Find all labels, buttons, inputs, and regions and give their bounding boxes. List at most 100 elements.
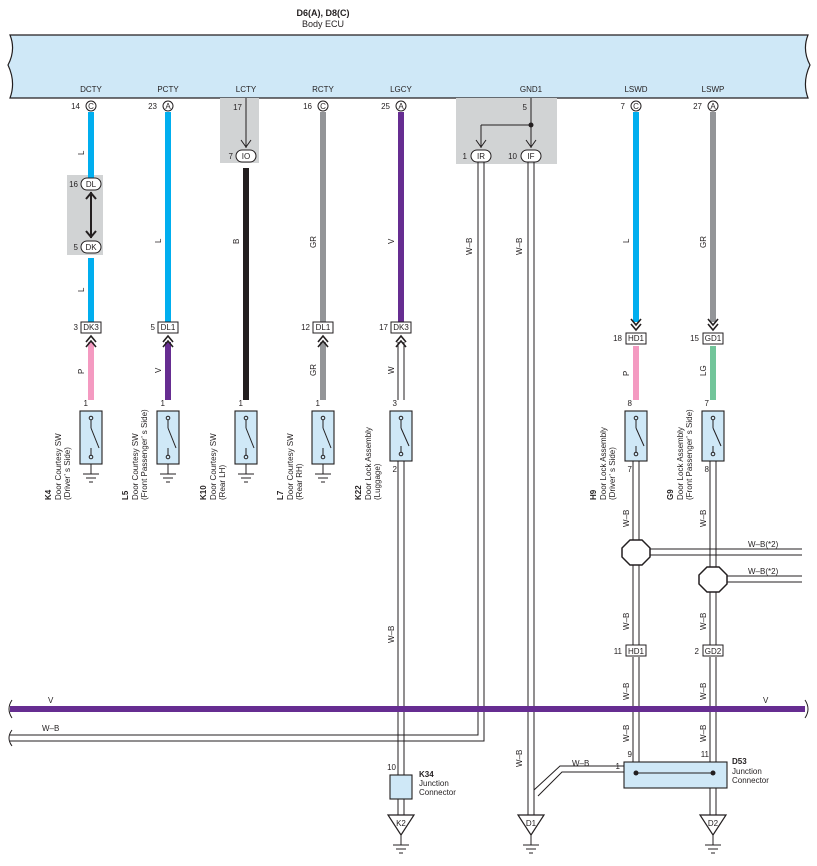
switch-k10: 1 xyxy=(234,399,258,483)
svg-text:Junction: Junction xyxy=(419,779,449,788)
svg-text:(Front Passenger’ s Side): (Front Passenger’ s Side) xyxy=(685,409,694,500)
pin-lcty: 17 xyxy=(233,103,242,112)
svg-text:(Driver’ s Side): (Driver’ s Side) xyxy=(63,447,72,500)
svg-text:DL1: DL1 xyxy=(316,323,331,332)
switch-l5: 1 xyxy=(156,399,180,483)
svg-text:IO: IO xyxy=(242,152,250,161)
svg-text:11: 11 xyxy=(701,750,710,759)
svg-text:Connector: Connector xyxy=(732,776,769,785)
wb-wires xyxy=(10,162,802,815)
svg-text:W–B: W–B xyxy=(622,725,631,742)
svg-text:K2: K2 xyxy=(396,819,406,828)
svg-text:L: L xyxy=(77,150,86,155)
svg-text:W–B(*2): W–B(*2) xyxy=(748,567,779,576)
svg-text:GR: GR xyxy=(309,236,318,248)
svg-text:GD1: GD1 xyxy=(705,334,722,343)
svg-text:A: A xyxy=(398,102,404,111)
body-ecu-box xyxy=(7,34,811,99)
svg-text:K22: K22 xyxy=(354,485,363,500)
pin-pcty: 23 xyxy=(148,102,157,111)
svg-text:(Rear RH): (Rear RH) xyxy=(295,463,304,500)
svg-text:IR: IR xyxy=(477,152,485,161)
svg-text:(Luggage): (Luggage) xyxy=(373,463,382,500)
svg-text:Connector: Connector xyxy=(419,788,456,797)
wb-break-left xyxy=(8,729,13,747)
svg-text:GD2: GD2 xyxy=(705,647,722,656)
svg-text:C: C xyxy=(633,102,639,111)
svg-text:1: 1 xyxy=(239,399,244,408)
svg-text:L: L xyxy=(154,238,163,243)
svg-text:7: 7 xyxy=(628,465,633,474)
svg-text:5: 5 xyxy=(151,323,156,332)
svg-text:W–B: W–B xyxy=(699,725,708,742)
v-break-right xyxy=(804,699,809,719)
terminal-pcty: PCTY xyxy=(157,85,179,94)
pin-lswp: 27 xyxy=(693,102,702,111)
svg-text:DL: DL xyxy=(86,180,97,189)
terminal-lswp: LSWP xyxy=(702,85,725,94)
pin-lgcy: 25 xyxy=(381,102,390,111)
svg-text:P: P xyxy=(77,369,86,374)
junction-k34: 10 K34 Junction Connector xyxy=(387,763,456,815)
switch-h9: 8 7 xyxy=(624,399,648,474)
svg-text:L7: L7 xyxy=(276,490,285,500)
pin-gnd1: 5 xyxy=(523,103,528,112)
svg-text:3: 3 xyxy=(74,323,79,332)
svg-text:W–B: W–B xyxy=(465,238,474,255)
svg-text:(Driver’ s Side): (Driver’ s Side) xyxy=(608,447,617,500)
svg-text:10: 10 xyxy=(508,152,517,161)
switch-g9: 7 8 xyxy=(701,399,725,474)
svg-text:15: 15 xyxy=(690,334,699,343)
terminal-lswd: LSWD xyxy=(624,85,647,94)
svg-text:A: A xyxy=(165,102,171,111)
mid-connectors: 3 DK3 5 DL1 12 DL1 17 DK3 18 HD1 15 GD1 … xyxy=(74,318,724,657)
junction-d53: 9 11 1 D53 Junction Connector xyxy=(616,750,769,789)
svg-text:11: 11 xyxy=(614,647,623,656)
svg-text:5: 5 xyxy=(74,243,79,252)
svg-text:W–B: W–B xyxy=(622,510,631,527)
svg-text:W–B: W–B xyxy=(515,238,524,255)
svg-text:GR: GR xyxy=(309,364,318,376)
svg-text:12: 12 xyxy=(301,323,310,332)
svg-text:1: 1 xyxy=(463,152,468,161)
svg-text:K10: K10 xyxy=(199,485,208,500)
svg-text:W–B: W–B xyxy=(699,683,708,700)
svg-text:Door Lock Assembly: Door Lock Assembly xyxy=(676,427,685,500)
svg-text:HD1: HD1 xyxy=(628,334,645,343)
dl-dk-connectors: DL 16 DK 5 xyxy=(69,177,102,254)
svg-text:8: 8 xyxy=(705,465,710,474)
svg-text:18: 18 xyxy=(613,334,622,343)
svg-text:HD1: HD1 xyxy=(628,647,645,656)
wire-w-k22 xyxy=(397,342,405,400)
svg-text:W–B: W–B xyxy=(622,613,631,630)
svg-text:W–B: W–B xyxy=(572,759,589,768)
svg-text:K4: K4 xyxy=(44,489,53,500)
svg-text:IF: IF xyxy=(527,152,534,161)
svg-text:DL1: DL1 xyxy=(161,323,176,332)
svg-text:Door Courtesy SW: Door Courtesy SW xyxy=(286,433,295,500)
svg-text:(Front Passenger’ s Side): (Front Passenger’ s Side) xyxy=(140,409,149,500)
svg-text:V: V xyxy=(154,367,163,373)
terminal-dcty: DCTY xyxy=(80,85,102,94)
wire-labels: L L L B GR V W–B W–B L GR P V GR W P LG … xyxy=(42,150,779,768)
svg-text:W–B: W–B xyxy=(699,510,708,527)
svg-text:Door Lock Assembly: Door Lock Assembly xyxy=(599,427,608,500)
svg-text:Door Lock Assembly: Door Lock Assembly xyxy=(364,427,373,500)
svg-text:W–B(*2): W–B(*2) xyxy=(748,540,779,549)
svg-text:7: 7 xyxy=(229,152,234,161)
svg-text:DK: DK xyxy=(85,243,97,252)
svg-text:W–B: W–B xyxy=(42,724,59,733)
svg-text:DK3: DK3 xyxy=(393,323,409,332)
terminal-lcty: LCTY xyxy=(236,85,257,94)
terminal-rcty: RCTY xyxy=(312,85,334,94)
svg-text:W–B: W–B xyxy=(515,750,524,767)
svg-text:16: 16 xyxy=(69,180,78,189)
svg-text:Junction: Junction xyxy=(732,767,762,776)
svg-text:Door Courtesy SW: Door Courtesy SW xyxy=(54,433,63,500)
switch-labels: K4 Door Courtesy SW (Driver’ s Side) L5 … xyxy=(44,409,694,500)
svg-text:8: 8 xyxy=(628,399,633,408)
svg-text:LG: LG xyxy=(699,365,708,376)
switch-k4: 1 xyxy=(79,399,103,483)
svg-text:G9: G9 xyxy=(666,489,675,500)
